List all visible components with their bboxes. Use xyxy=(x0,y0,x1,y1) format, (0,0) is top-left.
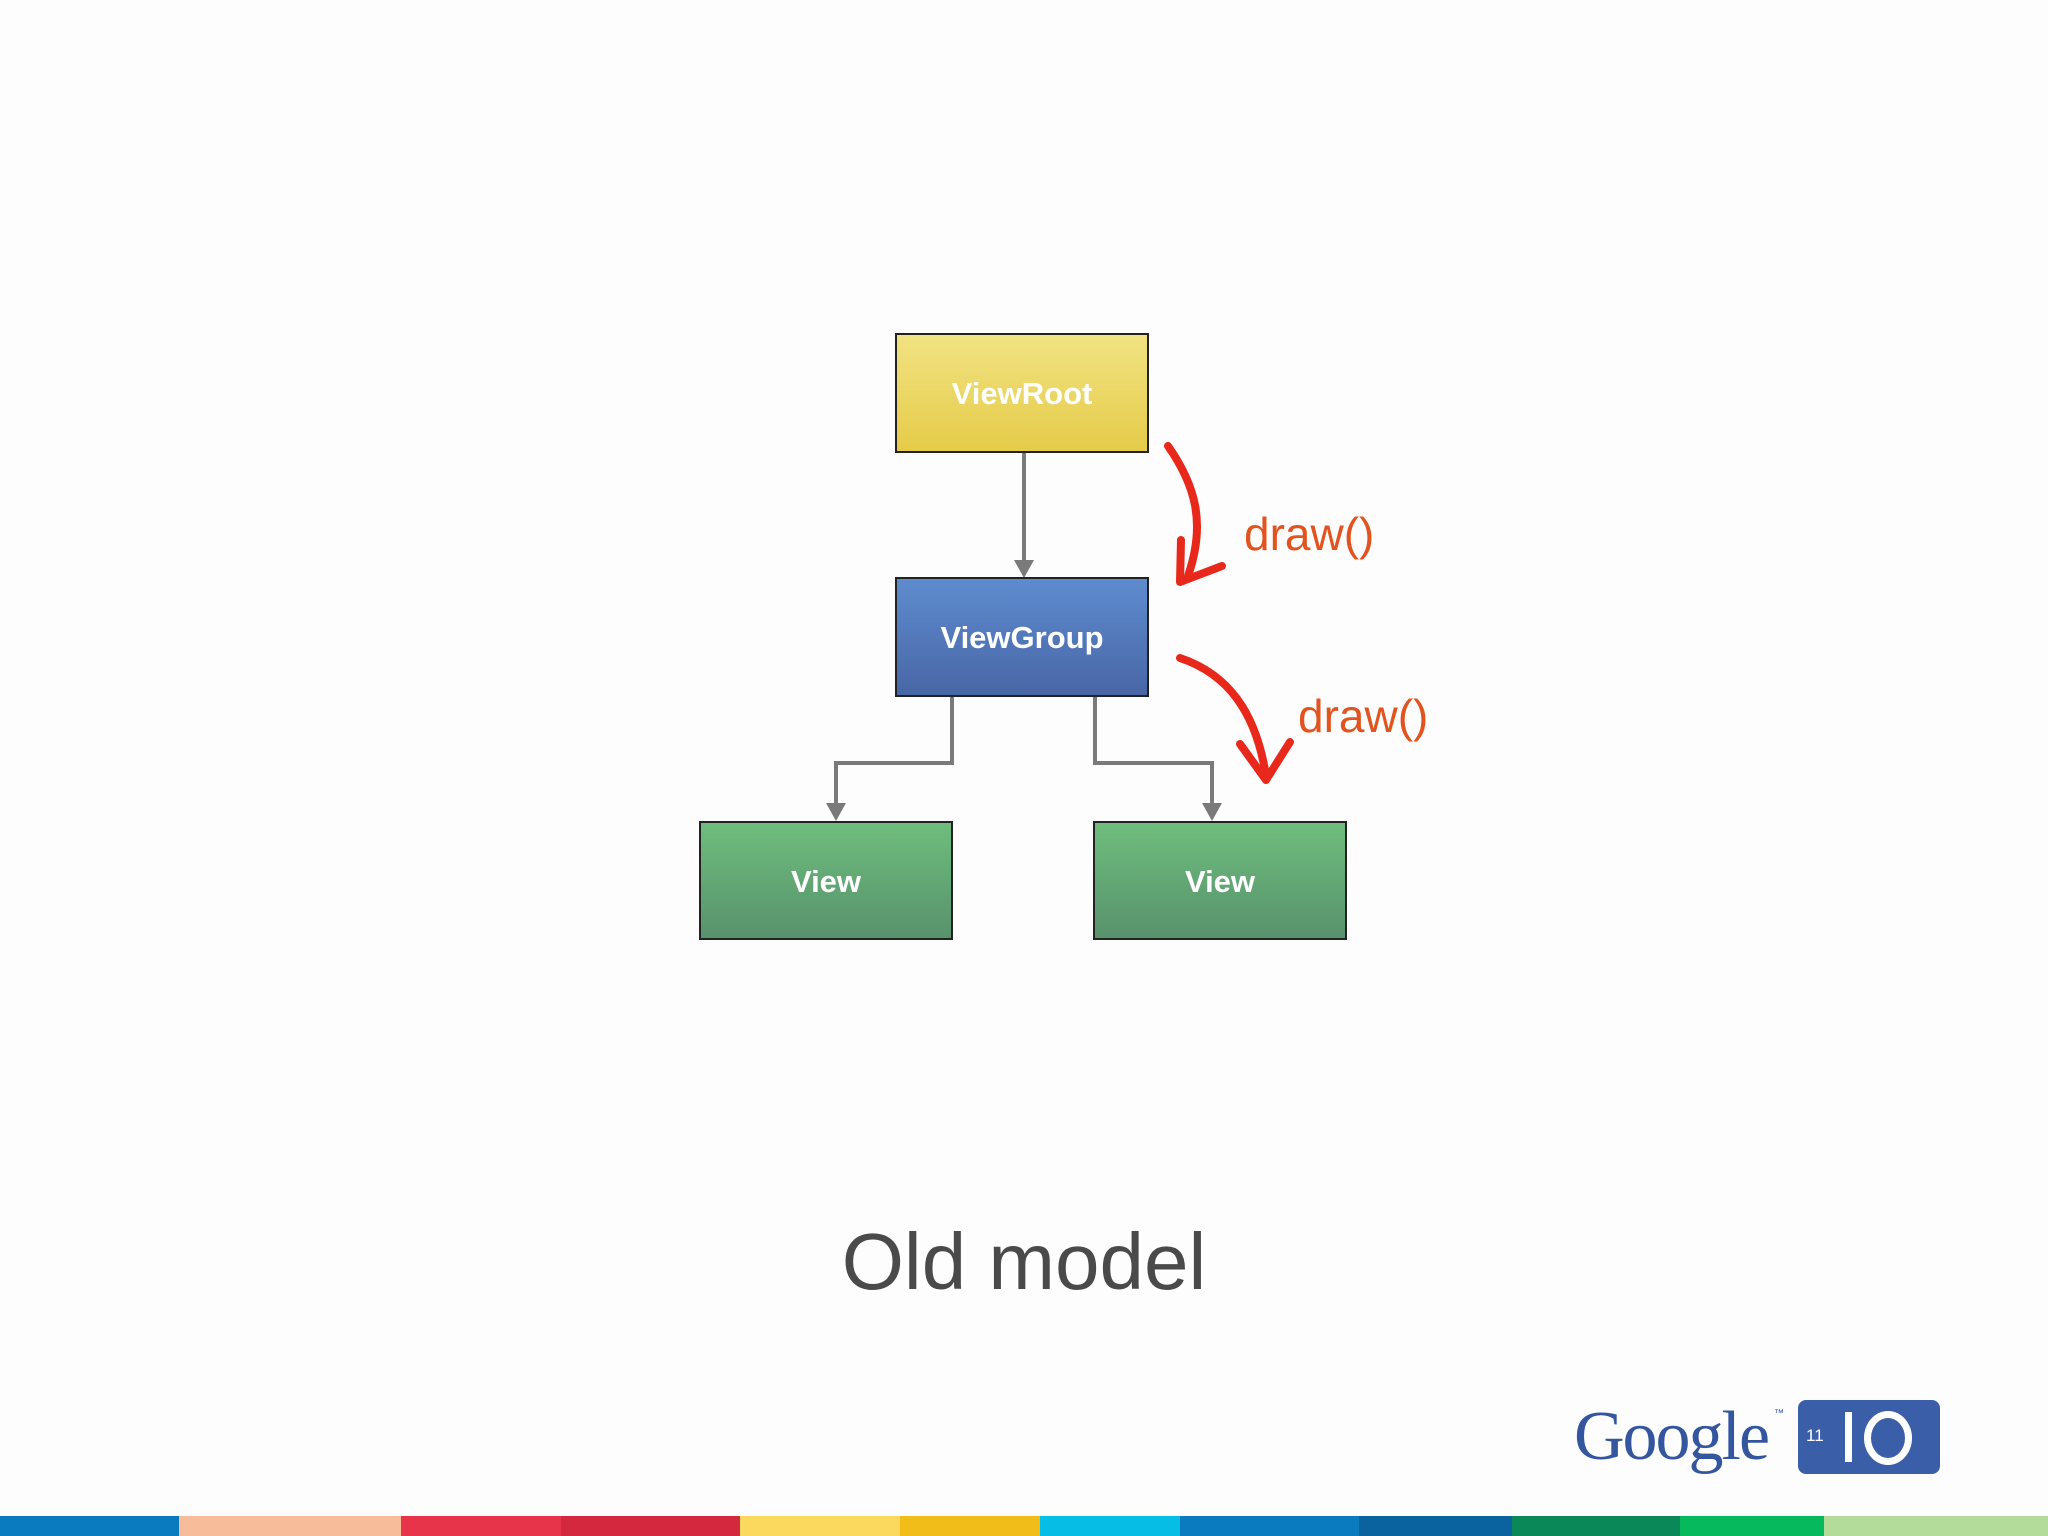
stripe-segment xyxy=(740,1516,900,1536)
view-right-node: View xyxy=(1093,821,1347,940)
stripe-segment xyxy=(1824,1516,2048,1536)
view-root-label: ViewRoot xyxy=(952,376,1093,411)
connector-root-to-group xyxy=(1014,453,1034,578)
stripe-segment xyxy=(179,1516,401,1536)
stripe-segment xyxy=(900,1516,1040,1536)
io-i-glyph xyxy=(1845,1412,1852,1462)
footer-color-stripe xyxy=(0,1516,2048,1536)
google-io-logo: Google ™ 11 xyxy=(1574,1400,1940,1474)
stripe-segment xyxy=(1180,1516,1359,1536)
io-o-glyph xyxy=(1864,1411,1912,1465)
draw-call-label-1: draw() xyxy=(1244,508,1374,560)
draw-arrow-root-to-group xyxy=(1164,442,1226,586)
io-year: 11 xyxy=(1806,1426,1824,1445)
view-root-node: ViewRoot xyxy=(895,333,1149,453)
draw-arrow-group-to-view xyxy=(1176,654,1294,784)
connector-group-to-right-view xyxy=(1093,697,1222,821)
io-badge: 11 xyxy=(1798,1400,1940,1474)
stripe-segment xyxy=(1512,1516,1680,1536)
stripe-segment xyxy=(1359,1516,1512,1536)
slide-caption: Old model xyxy=(841,1217,1207,1306)
draw-call-label-2: draw() xyxy=(1298,690,1428,742)
view-left-label: View xyxy=(791,864,862,899)
google-wordmark: Google xyxy=(1574,1398,1770,1475)
connector-group-to-left-view xyxy=(826,697,954,821)
stripe-segment xyxy=(401,1516,561,1536)
view-group-node: ViewGroup xyxy=(895,577,1149,697)
view-group-label: ViewGroup xyxy=(940,620,1103,655)
stripe-segment xyxy=(1680,1516,1824,1536)
stripe-segment xyxy=(1040,1516,1180,1536)
view-left-node: View xyxy=(699,821,953,940)
trademark-mark: ™ xyxy=(1774,1408,1784,1419)
stripe-segment xyxy=(561,1516,740,1536)
view-right-label: View xyxy=(1185,864,1256,899)
stripe-segment xyxy=(0,1516,179,1536)
